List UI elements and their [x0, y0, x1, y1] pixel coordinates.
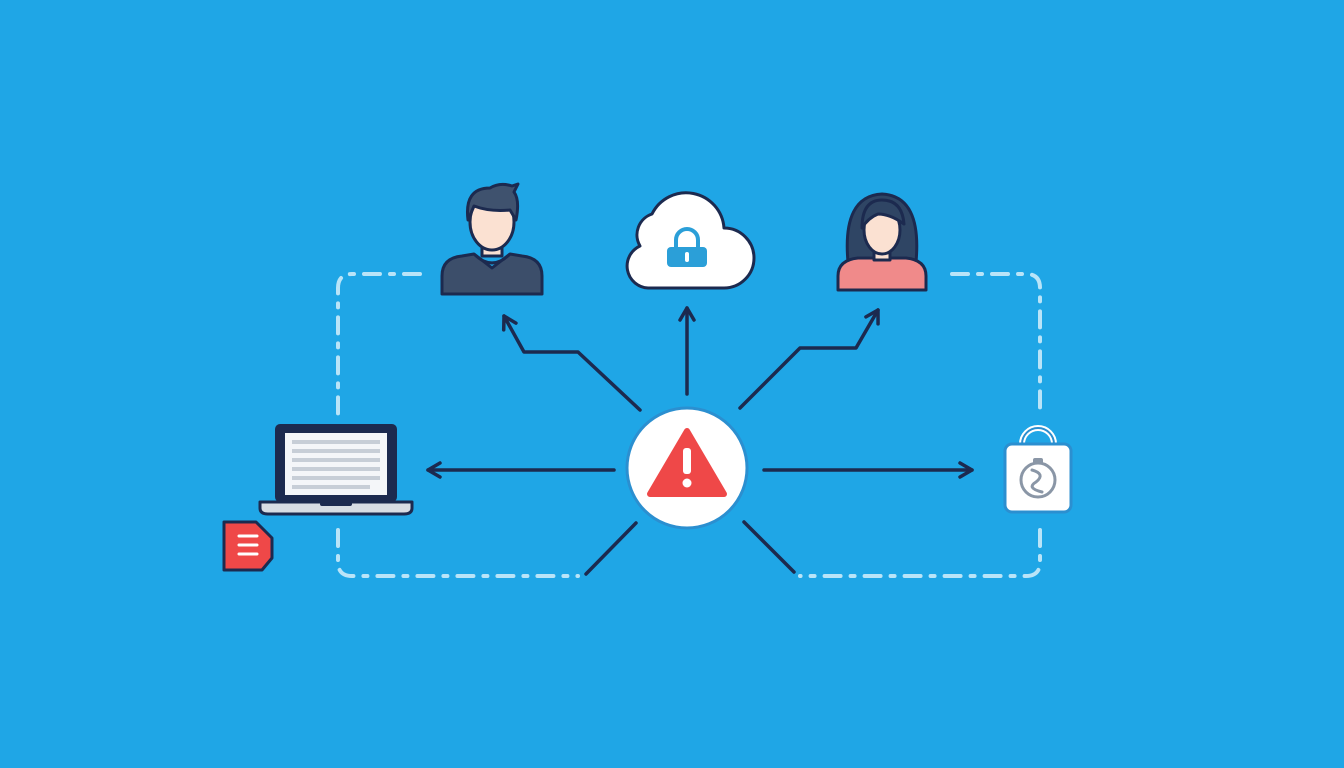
warning-icon — [647, 428, 727, 497]
document-icon — [222, 520, 274, 572]
secure-bag-node[interactable] — [1003, 425, 1073, 514]
center-alert-node[interactable] — [625, 406, 749, 530]
line-bottom-left — [584, 521, 638, 576]
arrow-to-female-user — [738, 308, 880, 410]
cloud-lock-icon — [625, 191, 756, 290]
document-node[interactable] — [222, 520, 274, 572]
female-user-node[interactable] — [836, 192, 928, 292]
laptop-icon — [258, 424, 414, 516]
female-user-icon — [836, 192, 928, 292]
male-user-node[interactable] — [440, 182, 544, 296]
secure-bag-icon — [1003, 425, 1073, 514]
male-user-icon — [440, 182, 544, 296]
dashed-frame-left — [336, 272, 580, 578]
laptop-node[interactable] — [258, 424, 414, 516]
dashed-frame-right — [798, 272, 1042, 578]
cloud-node[interactable] — [625, 191, 756, 290]
connectors — [426, 306, 974, 576]
arrow-to-male-user — [501, 314, 642, 412]
line-bottom-right — [742, 520, 796, 574]
